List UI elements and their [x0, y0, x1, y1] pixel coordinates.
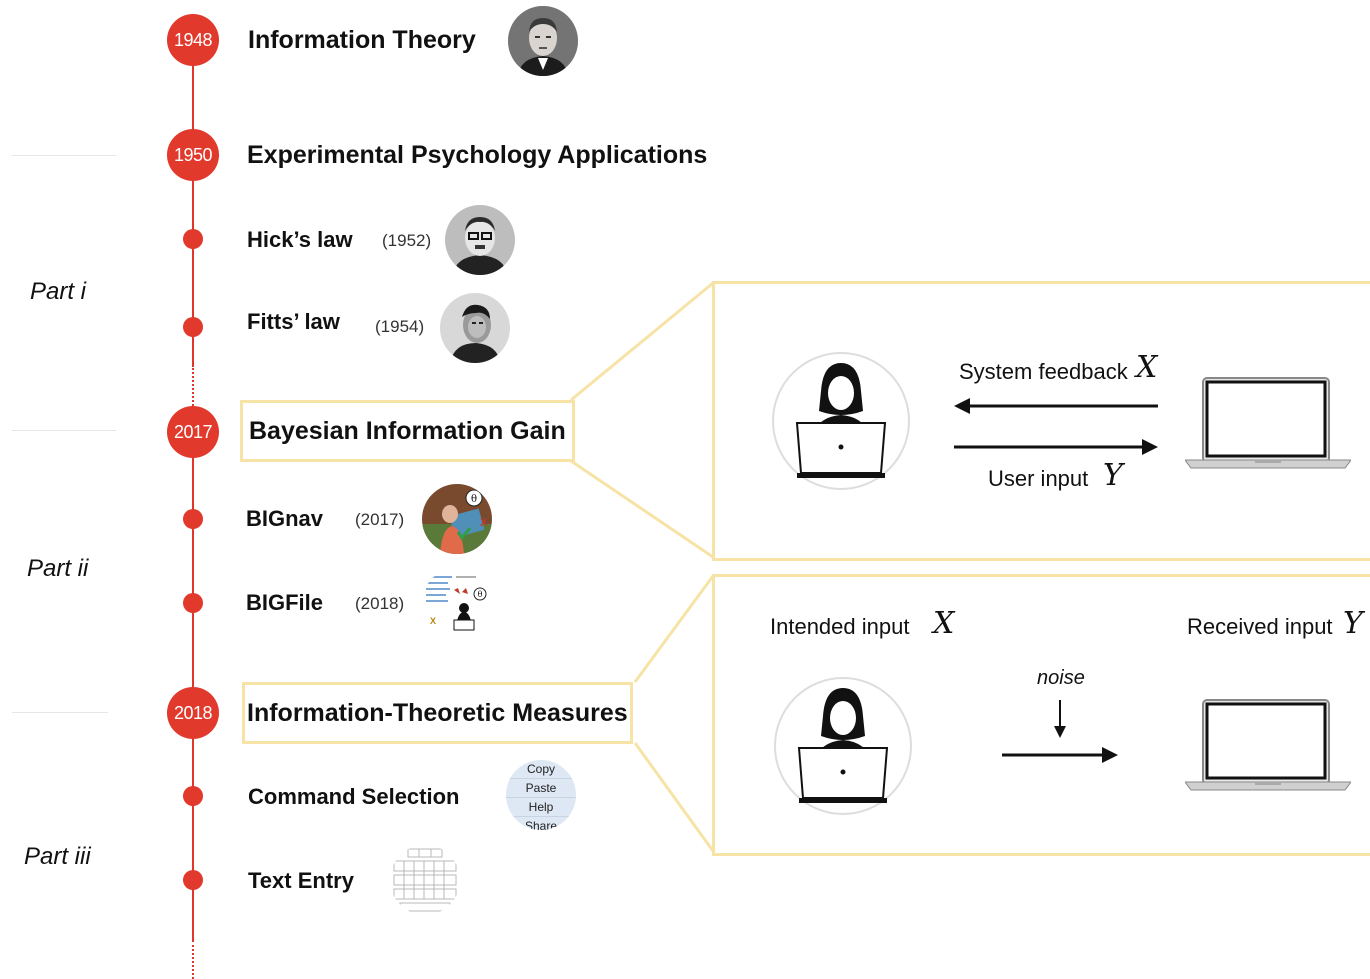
timeline-line [192, 40, 194, 365]
timeline-dotted-line [192, 365, 194, 410]
year-badge-2018: 2018 [167, 687, 219, 739]
laptop-icon [1184, 696, 1352, 797]
item-title-bignav: BIGnav [246, 506, 324, 531]
part-separator [12, 712, 108, 713]
received-input-label: Received input [1187, 614, 1333, 639]
svg-text:θ: θ [478, 590, 483, 599]
part-ii-label: Part ii [27, 555, 89, 582]
command-menu-item: Share [506, 817, 576, 830]
item-year-bignav: (2017) [355, 510, 405, 529]
shannon-portrait [508, 6, 578, 76]
item-title-bigfile: BIGFile [246, 590, 324, 615]
item-year-fitts-law: (1954) [375, 317, 425, 336]
input-symbol: Y [1103, 458, 1123, 493]
part-separator [12, 430, 116, 431]
feedback-symbol: X [1136, 350, 1158, 385]
keyboard-illustration [390, 845, 460, 915]
intended-input-label: Intended input [770, 614, 910, 639]
intended-symbol: X [933, 606, 955, 641]
milestone-title-experimental-psychology: Experimental Psychology Applications [247, 141, 708, 169]
svg-text:X: X [430, 616, 436, 626]
user-with-laptop-icon [771, 351, 911, 496]
year-badge-1950: 1950 [167, 129, 219, 181]
item-year-bigfile: (2018) [355, 594, 405, 613]
hick-portrait [445, 205, 515, 275]
user-input-arrow [954, 439, 1158, 455]
part-iii-label: Part iii [24, 843, 91, 870]
item-year-hicks-law: (1952) [382, 231, 432, 250]
command-menu-item: Copy [506, 760, 576, 779]
system-feedback-label: System feedback [959, 359, 1128, 384]
noise-arrow [1054, 700, 1066, 738]
command-menu-item: Help [506, 798, 576, 817]
year-badge-2017: 2017 [167, 406, 219, 458]
svg-text:X: X [480, 517, 488, 529]
item-title-fitts-law: Fitts’ law [247, 309, 340, 334]
channel-arrow [1002, 747, 1118, 763]
command-menu-illustration: Copy Paste Help Share [506, 760, 576, 830]
timeline-dot [183, 317, 203, 337]
year-badge-1948: 1948 [167, 14, 219, 66]
svg-text:θ: θ [471, 494, 477, 505]
feedback-arrow [954, 398, 1158, 414]
part-i-label: Part i [30, 278, 87, 305]
command-menu-item: Paste [506, 779, 576, 798]
milestone-title-bayesian-information-gain: Bayesian Information Gain [240, 400, 575, 462]
timeline-dot [183, 229, 203, 249]
item-title-text-entry: Text Entry [248, 868, 354, 893]
timeline-dot [183, 509, 203, 529]
user-with-laptop-icon [773, 676, 913, 821]
part-separator [12, 155, 116, 156]
item-title-hicks-law: Hick’s law [247, 227, 353, 252]
timeline-dot [183, 870, 203, 890]
noise-label: noise [1037, 667, 1085, 689]
milestone-title-information-theoretic-measures: Information-Theoretic Measures [242, 682, 633, 744]
timeline-line [192, 410, 194, 940]
received-symbol: Y [1343, 606, 1363, 641]
laptop-icon [1184, 374, 1352, 475]
bigfile-illustration: θ X [422, 568, 492, 638]
item-title-command-selection: Command Selection [248, 784, 460, 809]
milestone-title-information-theory: Information Theory [248, 26, 476, 54]
timeline-dotted-line [192, 940, 194, 979]
user-input-label: User input [988, 466, 1089, 491]
timeline-dot [183, 593, 203, 613]
fitts-portrait [440, 293, 510, 363]
timeline-dot [183, 786, 203, 806]
